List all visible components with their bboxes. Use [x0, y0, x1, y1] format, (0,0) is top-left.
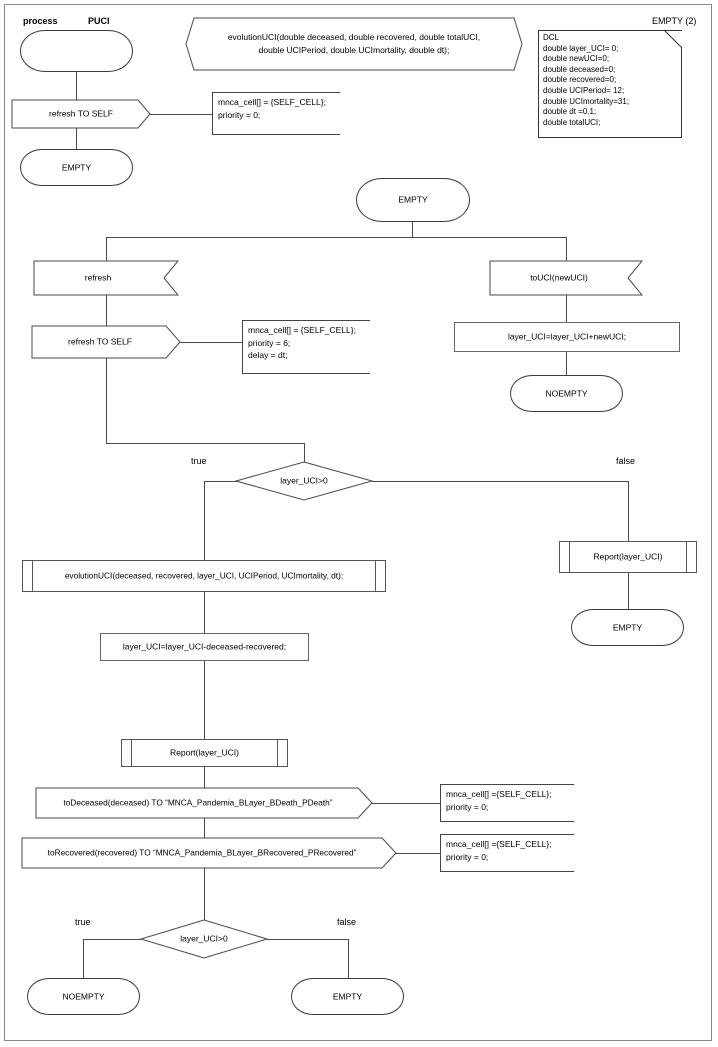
input-refresh-shape	[33, 260, 180, 296]
decision-bottom-box: layer_UCI>0	[141, 920, 267, 958]
decision-top-false-label: false	[616, 456, 636, 466]
connector-line	[566, 237, 567, 261]
connector-line	[566, 295, 567, 322]
connector-line	[348, 939, 349, 978]
input-touci-shape	[489, 260, 644, 296]
decision-true-line	[83, 939, 141, 940]
connector-line	[204, 661, 205, 739]
main-state-empty-shape: EMPTY	[356, 178, 470, 222]
proc-report-right-shape: Report(layer_UCI)	[559, 541, 697, 573]
output-deceased-box: toDeceased(deceased) TO “MNCA_Pandemia_B…	[36, 788, 372, 818]
page-number-label: EMPTY (2)	[652, 16, 697, 26]
state-noempty-right-shape: NOEMPTY	[510, 375, 623, 412]
connector-line	[204, 481, 205, 560]
connector-line	[106, 295, 107, 326]
connector-line	[566, 352, 567, 375]
input-touci-text: toUCI(newUCI)	[530, 272, 588, 283]
join-line	[106, 443, 304, 444]
decision-top-text: layer_UCI>0	[280, 475, 328, 486]
decision-top-box: layer_UCI>0	[236, 462, 372, 500]
refresh-comment-note: mnca_cell[] = {SELF_CELL}; priority = 6;…	[242, 320, 370, 374]
process-keyword-label: process	[23, 16, 58, 26]
start-comment-note: mnca_cell[] = {SELF_CELL}; priority = 0;	[212, 92, 340, 135]
state-empty-bottom-text: EMPTY	[332, 991, 363, 1001]
procedure-signature-box: evolutionUCI(double deceased, double rec…	[186, 18, 522, 70]
connector-line	[204, 868, 205, 920]
connector-line	[204, 592, 205, 633]
output-refresh-self-text: refresh TO SELF	[68, 336, 132, 347]
start-next-state-shape: EMPTY	[20, 149, 133, 186]
comment-connector-line	[396, 853, 440, 854]
proc-evolution-shape: evolutionUCI(deceased, recovered, layer_…	[22, 560, 386, 592]
state-empty-bottom-shape: EMPTY	[291, 978, 404, 1015]
connector-line	[628, 573, 629, 609]
connector-line	[628, 481, 629, 541]
proc-evolution-text: evolutionUCI(deceased, recovered, layer_…	[64, 570, 344, 581]
connector-line	[304, 443, 305, 462]
state-noempty-right-text: NOEMPTY	[545, 388, 588, 398]
output-deceased-text: toDeceased(deceased) TO “MNCA_Pandemia_B…	[63, 797, 333, 808]
connector-line	[76, 128, 77, 149]
task-layer-add-text: layer_UCI=layer_UCI+newUCI;	[507, 331, 627, 342]
comment-connector-line	[180, 342, 242, 343]
procedure-signature-shape	[185, 17, 523, 71]
state-noempty-bottom-shape: NOEMPTY	[27, 978, 140, 1015]
output-deceased-shape	[35, 787, 373, 819]
start-output-shape	[11, 99, 151, 129]
decision-false-line	[372, 481, 628, 482]
note-fold-lines-icon	[663, 29, 683, 49]
output-recovered-comment-note: mnca_cell[] ={SELF_CELL}; priority = 0;	[440, 834, 574, 872]
output-deceased-comment-note: mnca_cell[] ={SELF_CELL}; priority = 0;	[440, 784, 574, 822]
process-name-label: PUCI	[88, 16, 110, 26]
decision-bottom-shape	[139, 919, 269, 959]
output-refresh-self-shape	[31, 325, 181, 359]
connector-line	[106, 358, 107, 443]
connector-line	[83, 939, 84, 978]
connector-line	[412, 222, 413, 237]
procedure-signature-text: evolutionUCI(double deceased, double rec…	[227, 32, 481, 55]
comment-connector-line	[150, 114, 212, 115]
state-noempty-bottom-text: NOEMPTY	[62, 991, 105, 1001]
output-recovered-box: toRecovered(recovered) TO “MNCA_Pandemia…	[22, 838, 396, 868]
task-layer-add-shape: layer_UCI=layer_UCI+newUCI;	[454, 322, 680, 352]
decision-true-line	[204, 481, 237, 482]
start-next-state-text: EMPTY	[61, 162, 92, 172]
decision-bottom-true-label: true	[75, 917, 91, 927]
connector-line	[76, 72, 77, 100]
decision-bottom-false-label: false	[337, 917, 357, 927]
input-touci-box: toUCI(newUCI)	[490, 261, 628, 295]
proc-report-right-text: Report(layer_UCI)	[593, 551, 663, 562]
input-refresh-text: refresh	[84, 272, 112, 283]
declaration-note: DCL double layer_UCI= 0; double newUCI=0…	[538, 30, 682, 138]
output-recovered-shape	[21, 837, 397, 869]
decision-top-true-label: true	[191, 456, 207, 466]
proc-report-left-text: Report(layer_UCI)	[170, 747, 239, 758]
page-frame	[4, 4, 712, 1041]
output-recovered-text: toRecovered(recovered) TO “MNCA_Pandemia…	[47, 847, 357, 858]
connector-line	[204, 818, 205, 838]
start-output-text: refresh TO SELF	[49, 108, 113, 119]
state-empty-right-text: EMPTY	[612, 622, 643, 632]
task-layer-sub-text: layer_UCI=layer_UCI-deceased-recovered;	[122, 641, 287, 652]
task-layer-sub-shape: layer_UCI=layer_UCI-deceased-recovered;	[100, 633, 309, 661]
start-state-shape	[20, 30, 133, 72]
branch-split-line	[106, 237, 566, 238]
decision-false-line	[267, 939, 348, 940]
main-state-empty-text: EMPTY	[398, 194, 428, 205]
output-refresh-self-box: refresh TO SELF	[32, 326, 180, 358]
connector-line	[204, 767, 205, 788]
decision-bottom-text: layer_UCI>0	[180, 933, 228, 944]
proc-report-left-shape: Report(layer_UCI)	[121, 739, 288, 767]
connector-line	[106, 237, 107, 261]
state-empty-right-shape: EMPTY	[571, 609, 684, 646]
comment-connector-line	[372, 803, 440, 804]
input-refresh-box: refresh	[34, 261, 162, 295]
start-output-box: refresh TO SELF	[12, 100, 150, 128]
decision-top-shape	[234, 461, 374, 501]
